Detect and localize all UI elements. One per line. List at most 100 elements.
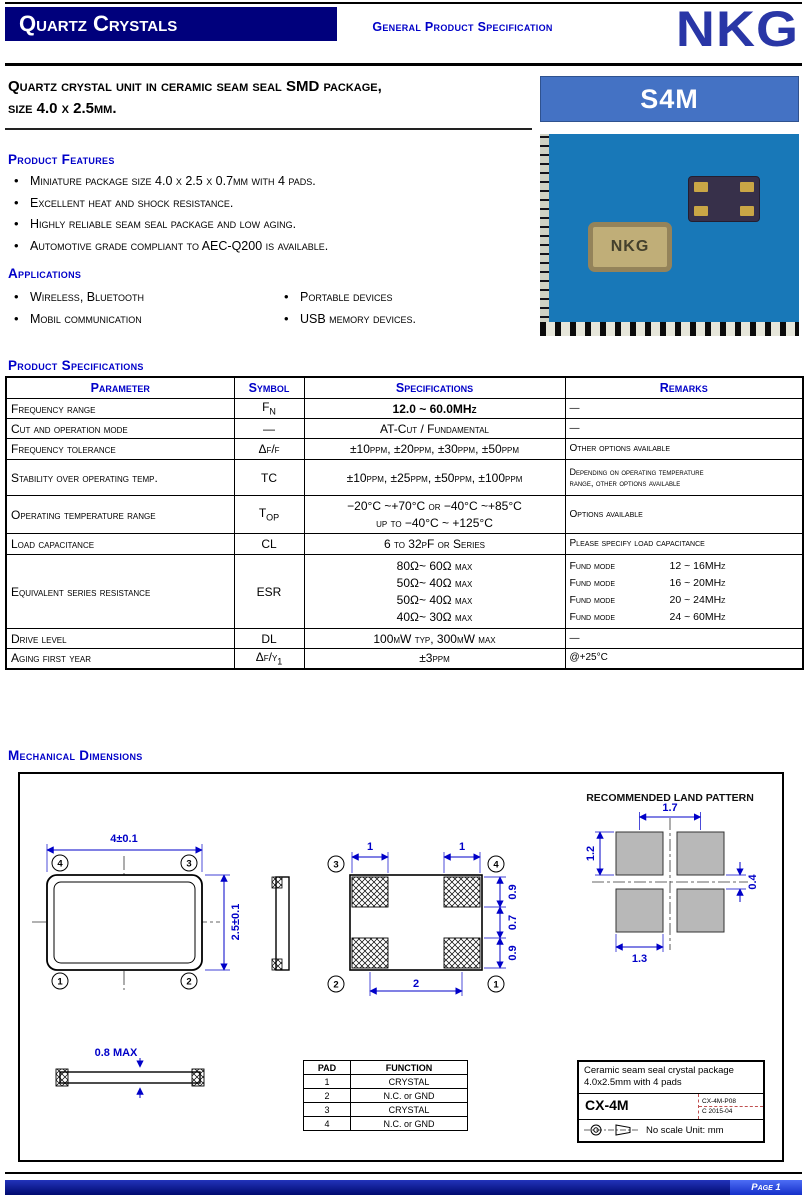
table-row: Frequency tolerance Δf/f ±10ppm, ±20ppm,… [5,438,804,460]
table-row: Operating temperature range TOP −20°C ~+… [5,495,804,534]
specifications-table: Parameter Symbol Specifications Remarks … [5,376,804,670]
function-col-header: FUNCTION [350,1060,468,1075]
projection-symbol-icon [584,1124,640,1136]
function-cell: CRYSTAL [350,1102,468,1117]
spec-value: 100μW typ, 300μW max [303,628,566,649]
pad-cell: 1 [303,1074,351,1089]
drawing-part-row: CX-4M CX-4M-P08 C 2015-04 [579,1093,763,1120]
drawing-title-block: Ceramic seam seal crystal package 4.0x2.… [577,1060,765,1143]
chip-pad [694,182,708,192]
spec-remark: — [564,418,804,439]
col-parameter: Parameter [5,376,235,399]
table-row: 3 CRYSTAL [303,1102,468,1117]
table-row: 4 N.C. or GND [303,1116,468,1131]
application-item: USB memory devices. [284,311,416,326]
page-title-line1: Quartz crystal unit in ceramic seam seal… [8,78,382,95]
ruler-left [540,134,549,336]
land-pattern-drawing: RECOMMENDED LAND PATTERN 1.7 1.2 [585,792,759,965]
side-profile-drawing: 0.8 MAX [55,1047,205,1098]
spec-symbol: FN [233,398,305,419]
dim-body-width: 4±0.1 [110,833,137,845]
spec-remark: Other options available [564,438,804,460]
chip-pad [740,182,754,192]
spec-remark: Depending on operating temperature range… [564,459,804,496]
table-row: 2 N.C. or GND [303,1088,468,1103]
spec-symbol: DL [233,628,305,649]
bottom-view-drawing: 1 1 0.9 0.7 0.9 2 3 [327,841,519,996]
spec-remark: @+25°C [564,648,804,669]
feature-item: Highly reliable seam seal package and lo… [14,216,296,231]
table-row: Frequency range FN 12.0 ~ 60.0MHz — [5,398,804,419]
pad-number: 1 [57,977,63,988]
drawing-part-number: CX-4M [585,1096,629,1113]
spec-remark: — [564,398,804,419]
dim-pad-gap: 0.7 [507,915,519,930]
dim-pad-height: 0.9 [507,884,519,899]
features-heading: Product Features [8,152,115,167]
spec-parameter: Cut and operation mode [5,418,235,439]
spec-symbol: Δf/y1 [233,648,305,669]
spec-parameter: Frequency range [5,398,235,419]
doc-number: CX-4M-P08 [699,1097,763,1107]
function-cell: N.C. or GND [350,1088,468,1103]
spec-header-row: Parameter Symbol Specifications Remarks [5,376,804,399]
pad-cell: 2 [303,1088,351,1103]
specifications-heading: Product Specifications [8,358,144,373]
applications-heading: Applications [8,266,82,281]
dim-land-gap: 0.4 [747,873,759,889]
function-cell: CRYSTAL [350,1074,468,1089]
feature-item: Miniature package size 4.0 x 2.5 x 0.7mm… [14,173,316,188]
pad-number: 4 [57,859,63,870]
table-row: Stability over operating temp. TC ±10ppm… [5,459,804,496]
title-rule [5,128,532,130]
table-row: Equivalent series resistance ESR 80Ω~ 60… [5,554,804,629]
dim-land-pitch: 1.7 [662,802,677,814]
spec-symbol: ESR [233,554,305,629]
spec-value: 80Ω~ 60Ω max 50Ω~ 40Ω max 50Ω~ 40Ω max 4… [303,554,566,629]
table-row: Drive level DL 100μW typ, 300μW max — [5,628,804,649]
spec-value: 12.0 ~ 60.0MHz [303,398,566,419]
mechanical-drawing-box: 4±0.1 2.5±0.1 4 3 1 2 [18,772,784,1162]
top-rule [5,2,802,4]
spec-symbol: TOP [233,495,305,534]
drawing-description: Ceramic seam seal crystal package 4.0x2.… [579,1062,763,1094]
spec-parameter: Aging first year [5,648,235,669]
company-logo: NKG [675,1,799,57]
spec-parameter: Frequency tolerance [5,438,235,460]
chip-pad [694,206,708,216]
drawing-description-line2: 4.0x2.5mm with 4 pads [584,1077,682,1089]
pad-number: 3 [333,860,338,871]
drawing-description-line1: Ceramic seam seal crystal package [584,1065,734,1076]
page-title-line2: size 4.0 x 2.5mm. [8,100,117,117]
pad-function-table: PAD FUNCTION 1 CRYSTAL 2 N.C. or GND 3 C… [303,1060,468,1131]
spec-value: AT-Cut / Fundamental [303,418,566,439]
spec-symbol: Δf/f [233,438,305,460]
dim-pad-width: 1 [367,841,373,853]
spec-parameter: Load capacitance [5,533,235,555]
col-remarks: Remarks [564,376,804,399]
spec-parameter: Operating temperature range [5,495,235,534]
col-symbol: Symbol [233,376,305,399]
header-subtitle: General Product Specification [372,20,553,34]
footer-bar: Page 1 [5,1180,802,1195]
pad-number: 2 [333,980,338,991]
scale-unit-note: No scale Unit: mm [646,1124,724,1136]
pad-number: 1 [493,980,499,991]
pad-cell: 4 [303,1116,351,1131]
doc-revision-date: C 2015-04 [702,1107,733,1115]
spec-parameter: Equivalent series resistance [5,554,235,629]
dim-land-height: 1.2 [585,846,597,861]
spec-parameter: Stability over operating temp. [5,459,235,496]
drawing-scale-row: No scale Unit: mm [579,1120,763,1141]
spec-remark: Options available [564,495,804,534]
crystal-top-view-photo: NKG [588,222,672,272]
dim-pad-height: 0.9 [507,945,519,960]
side-view-drawing [271,876,290,971]
spec-value: ±10ppm, ±20ppm, ±30ppm, ±50ppm [303,438,566,460]
model-badge: S4M [540,76,799,122]
spec-symbol: CL [233,533,305,555]
pad-number: 2 [186,977,191,988]
top-view-drawing: 4±0.1 2.5±0.1 4 3 1 2 [32,833,242,990]
footer-rule [5,1172,802,1174]
